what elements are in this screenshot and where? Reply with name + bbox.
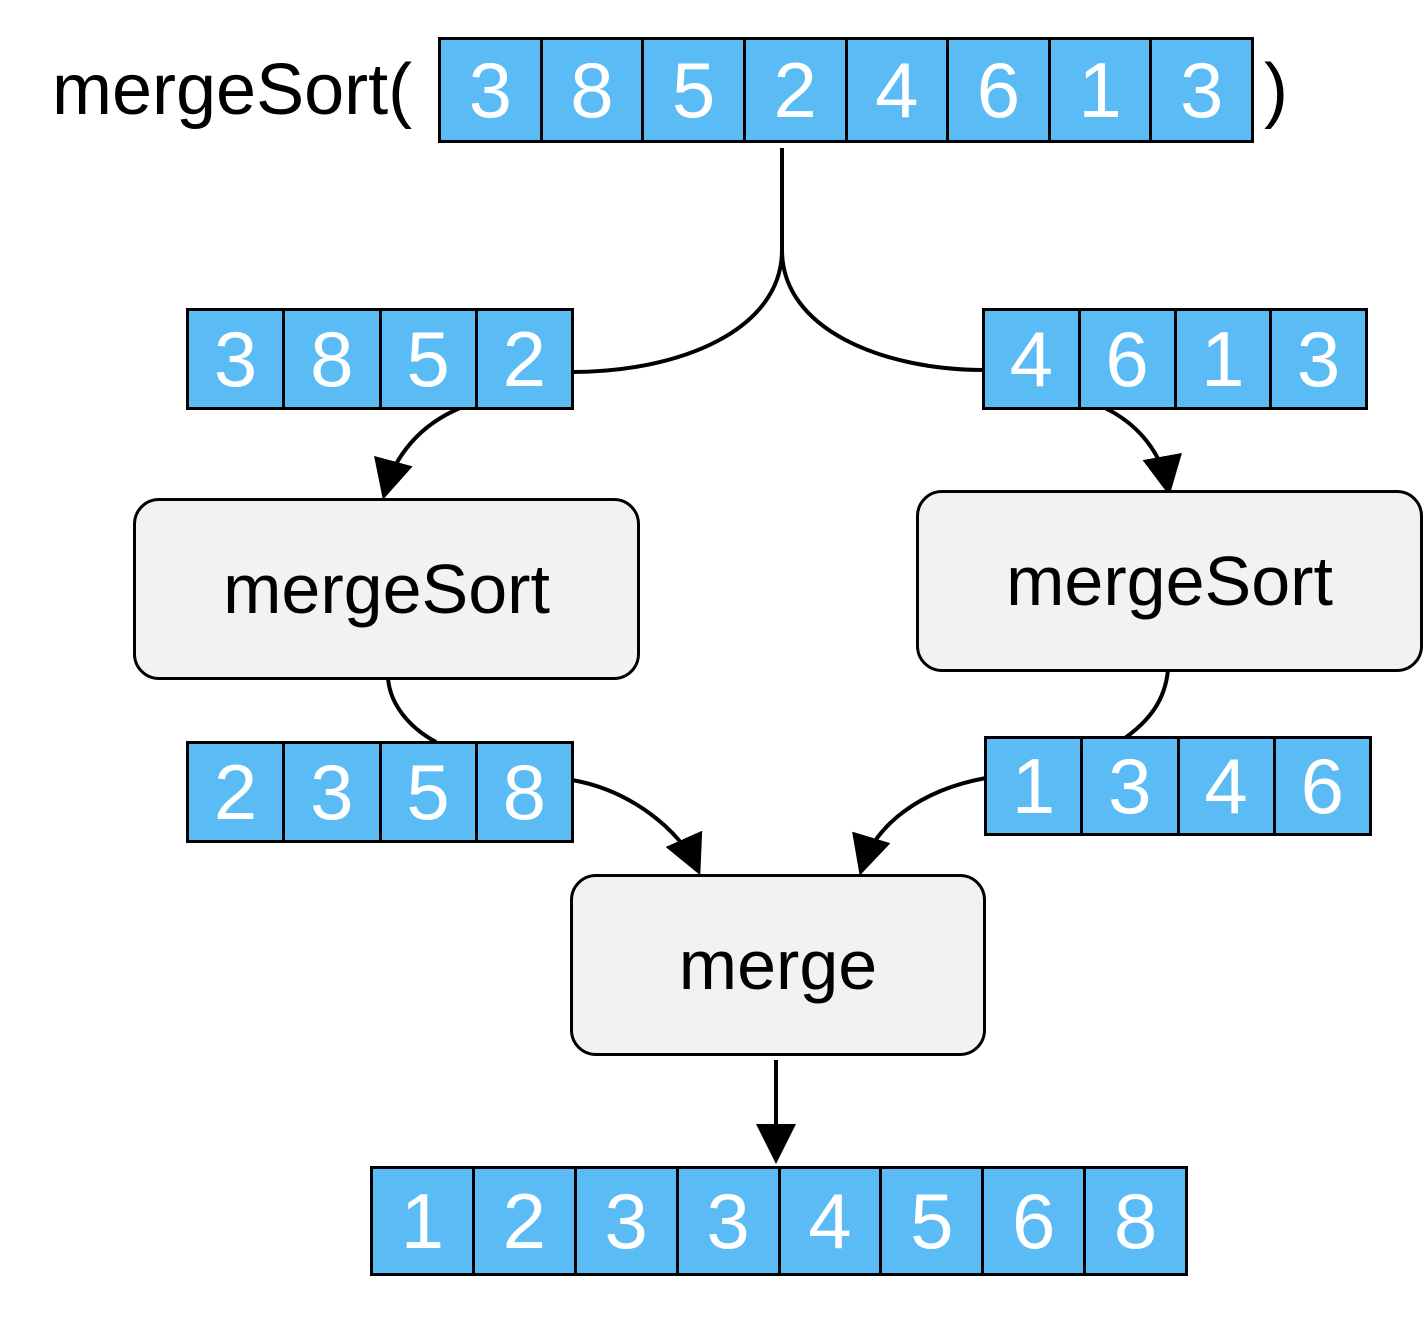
array-cell: 6 — [1081, 311, 1177, 407]
array-cell: 1 — [373, 1169, 475, 1273]
array-cell: 3 — [577, 1169, 679, 1273]
right-mergesort-label: mergeSort — [1006, 542, 1333, 620]
array-cell: 3 — [1179, 46, 1224, 134]
array-cell: 3 — [441, 40, 543, 140]
array-cell: 3 — [1083, 739, 1180, 833]
array-cell: 4 — [985, 311, 1081, 407]
array-cell: 8 — [543, 40, 645, 140]
left-mergesort-box: mergeSort — [133, 498, 640, 680]
array-cell: 1 — [987, 739, 1084, 833]
array-cell: 2 — [746, 40, 848, 140]
array-cell: 2 — [502, 315, 547, 403]
array-cell: 8 — [1113, 1177, 1158, 1265]
right-mergesort-box: mergeSort — [916, 490, 1423, 672]
split-connector-left — [571, 148, 784, 374]
connector-right-mergesort-to-sorted — [1123, 669, 1170, 740]
array-cell: 3 — [679, 1169, 781, 1273]
array-cell: 5 — [382, 744, 478, 840]
array-cell: 6 — [984, 1169, 1087, 1273]
array-cell: 6 — [949, 40, 1051, 140]
array-cell: 4 — [848, 40, 950, 140]
call-function-name: mergeSort( — [52, 50, 413, 130]
array-cell: 2 — [189, 744, 286, 840]
arrow-right-half-to-mergesort — [1104, 406, 1182, 496]
array-cell: 5 — [644, 40, 746, 140]
array-cell: 6 — [1300, 742, 1345, 830]
array-cell: 8 — [502, 748, 547, 836]
arrow-left-half-to-mergesort — [374, 406, 461, 500]
array-cell: 8 — [285, 311, 382, 407]
array-cell: 1 — [1177, 311, 1273, 407]
call-close-paren: ) — [1264, 50, 1288, 130]
arrow-right-sorted-to-merge — [852, 776, 987, 876]
connector-left-mergesort-to-sorted — [386, 677, 437, 744]
merge-label: merge — [678, 926, 878, 1004]
array-cell: 2 — [475, 1169, 577, 1273]
array-cell: 4 — [1180, 739, 1276, 833]
array-cell: 1 — [1051, 40, 1153, 140]
arrow-left-sorted-to-merge — [571, 778, 703, 876]
array-cell: 3 — [285, 744, 382, 840]
array-cell: 4 — [781, 1169, 883, 1273]
merge-box: merge — [570, 874, 986, 1056]
array-cell: 5 — [382, 311, 478, 407]
array-cell: 5 — [882, 1169, 985, 1273]
array-cell: 3 — [1296, 315, 1341, 403]
split-connector-right — [780, 249, 985, 372]
left-mergesort-label: mergeSort — [223, 550, 550, 628]
array-cell: 3 — [189, 311, 286, 407]
